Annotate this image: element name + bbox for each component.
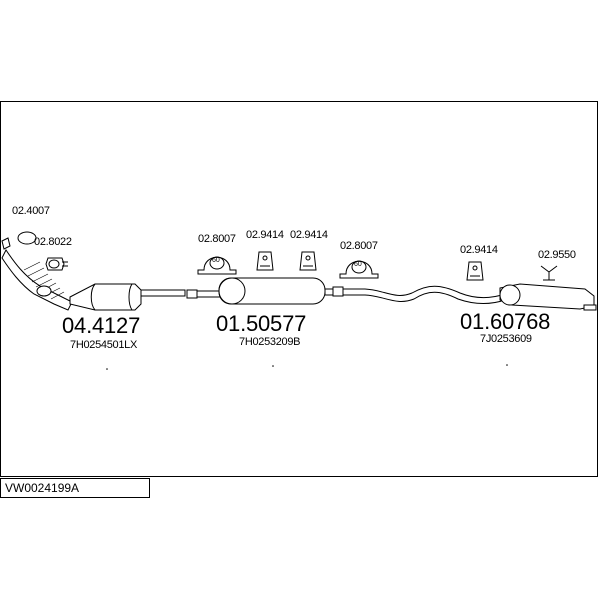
section-oe-rear: 7J0253609 (480, 333, 532, 345)
section-part-number-catalytic: 04.4127 (62, 313, 141, 338)
front-pipe (1, 237, 73, 311)
hanger-b-icon (299, 251, 317, 271)
rear-silencer (332, 283, 597, 311)
part-label-small-clamp: 02.8022 (34, 236, 72, 248)
section-part-number-middle: 01.50577 (216, 311, 307, 336)
clamp-60-right-icon (339, 260, 379, 279)
part-label-hanger-b: 02.9414 (290, 229, 328, 241)
part-label-clamp-60-right: 02.8007 (340, 240, 378, 252)
clamp-size-left: 60 (212, 257, 220, 264)
gasket-icon (17, 231, 37, 245)
hanger-c-icon (466, 261, 484, 281)
part-label-gasket: 02.4007 (12, 205, 50, 217)
bracket-icon (540, 265, 558, 281)
part-label-clamp-60-left: 02.8007 (198, 233, 236, 245)
part-label-hanger-c: 02.9414 (460, 244, 498, 256)
section-part-number-rear: 01.60768 (460, 309, 551, 334)
section-oe-middle: 7H0253209B (239, 336, 301, 348)
section-oe-catalytic: 7H0254501LX (70, 339, 138, 351)
diagram-frame (0, 101, 598, 477)
part-label-bracket: 02.9550 (538, 249, 576, 261)
middle-silencer (186, 277, 344, 305)
diagram-code: VW0024199A (0, 478, 150, 498)
part-label-hanger-a: 02.9414 (246, 229, 284, 241)
catalytic-converter (69, 283, 186, 311)
small-clamp-icon (45, 257, 68, 271)
clamp-60-left-icon (197, 256, 237, 275)
clamp-size-right: 60 (354, 261, 362, 268)
hanger-a-icon (256, 251, 274, 271)
